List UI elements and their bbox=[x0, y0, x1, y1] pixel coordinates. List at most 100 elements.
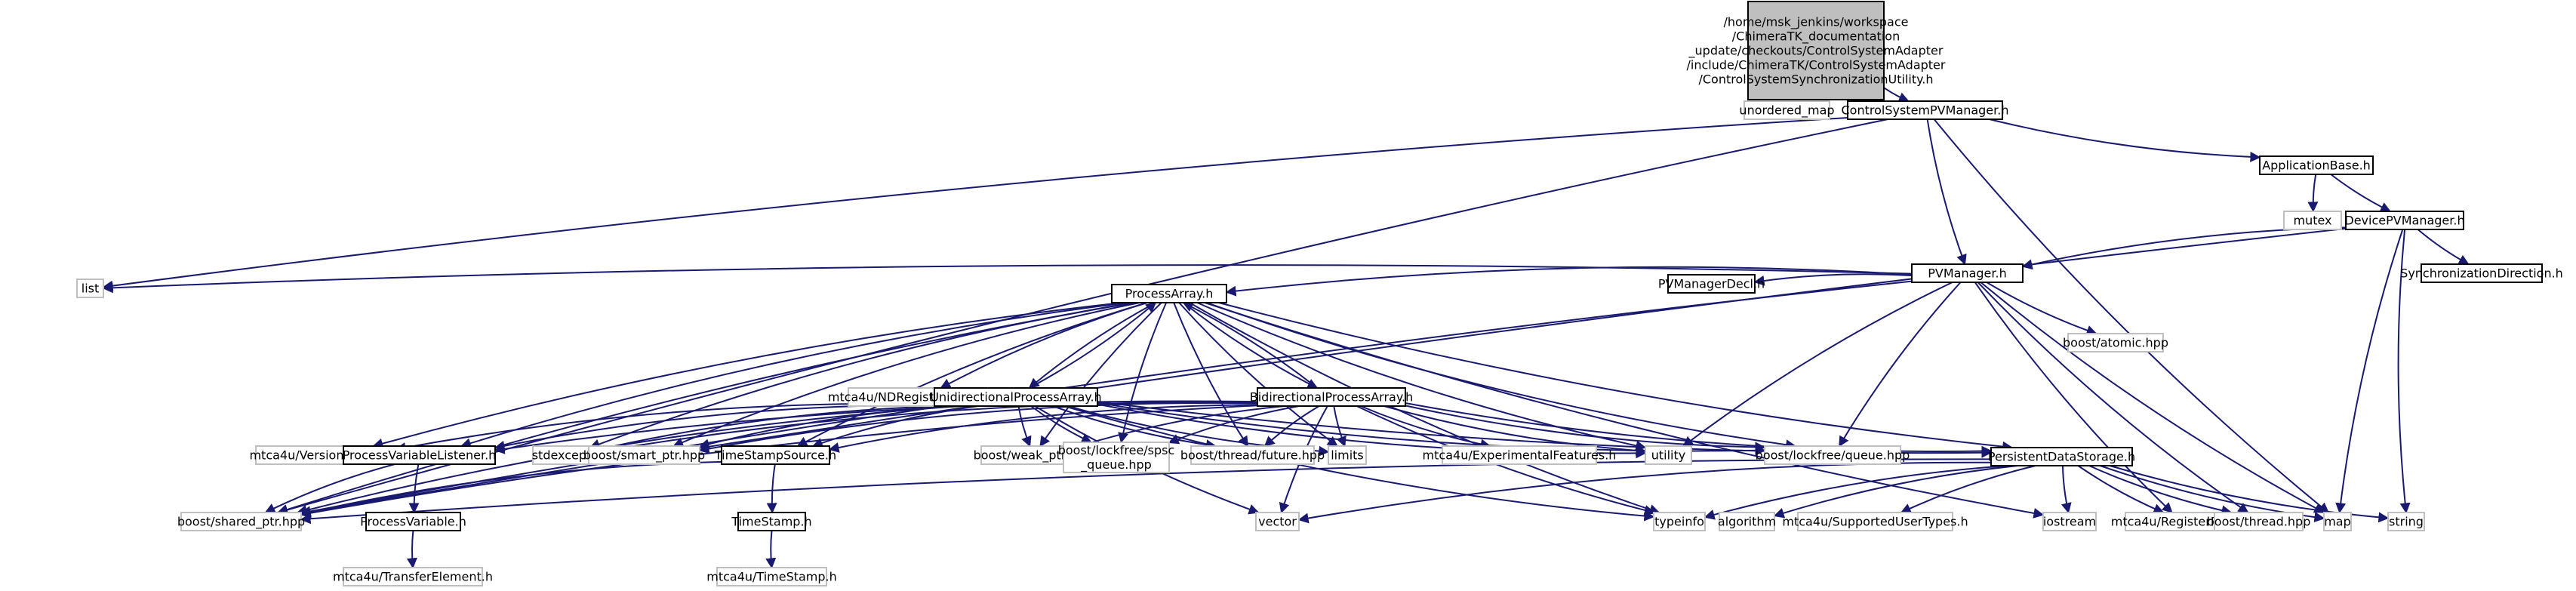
edge-procarr-to-sharedptr bbox=[277, 302, 1133, 515]
node-vector: vector bbox=[1255, 512, 1300, 531]
edge-pvm-to-lfqueue bbox=[1839, 282, 1962, 448]
node-pvm[interactable]: PVManager.h bbox=[1911, 263, 2024, 283]
node-label: utility bbox=[1651, 448, 1686, 463]
node-appbase[interactable]: ApplicationBase.h bbox=[2259, 155, 2374, 175]
node-smartptr: boost/smart_ptr.hpp bbox=[583, 445, 705, 465]
edge-biproc-to-spsc bbox=[1168, 405, 1300, 445]
node-box bbox=[2042, 512, 2097, 531]
node-label: SynchronizationDirection.h bbox=[2400, 266, 2563, 281]
edge-uniproc-to-sharedptr bbox=[296, 405, 960, 516]
node-sharedptr: boost/shared_ptr.hpp bbox=[177, 512, 305, 531]
node-iostream: iostream bbox=[2042, 512, 2097, 531]
edge-pvlistener-to-sharedptr bbox=[264, 463, 395, 513]
node-label: boost/weak_ptr.hpp bbox=[974, 448, 1092, 463]
edge-uniproc-to-pds bbox=[1097, 401, 1993, 458]
node-label: ControlSystemPVManager.h bbox=[1842, 103, 2009, 118]
node-label: DevicePVManager.h bbox=[2344, 214, 2464, 228]
node-box bbox=[1911, 263, 2024, 283]
node-label: mtca4u/SupportedUserTypes.h bbox=[1782, 515, 1968, 529]
node-utility: utility bbox=[1645, 445, 1692, 465]
node-expfeat: mtca4u/ExperimentalFeatures.h bbox=[1423, 445, 1616, 465]
edge-procarr-to-iostream bbox=[1205, 302, 2045, 519]
node-label: /include/ChimeraTK/ControlSystemAdapter bbox=[1687, 58, 1946, 72]
edge-pvm-to-utility bbox=[1682, 282, 1953, 447]
edge-tssource-to-timestamp bbox=[766, 463, 777, 514]
node-uniproc[interactable]: UnidirectionalProcessArray.h bbox=[930, 387, 1102, 407]
edge-uniproc-to-weakptr bbox=[1017, 405, 1032, 448]
node-label: /ChimeraTK_documentation bbox=[1732, 29, 1900, 45]
node-label: PersistentDataStorage.h bbox=[1988, 450, 2135, 464]
node-box bbox=[2259, 155, 2374, 175]
edge-procarr-to-smartptr bbox=[672, 302, 1140, 448]
edge-procarr-to-weakptr bbox=[1039, 302, 1162, 448]
node-stdexcept: stdexcept bbox=[532, 445, 591, 465]
node-label: PVManager.h bbox=[1928, 266, 2006, 281]
edge-biproc-to-weakptr bbox=[1078, 405, 1285, 449]
node-label: ApplicationBase.h bbox=[2262, 159, 2371, 173]
node-box bbox=[1747, 1, 1885, 100]
edge-biproc-to-lfqueue bbox=[1405, 405, 1766, 453]
node-pds[interactable]: PersistentDataStorage.h bbox=[1988, 447, 2135, 466]
node-timestamp[interactable]: TimeStamp.h bbox=[731, 512, 812, 531]
edge-pvm-to-thread bbox=[1977, 282, 2249, 513]
edge-cspvm-to-list bbox=[102, 116, 1848, 291]
node-label: ProcessVariable.h bbox=[360, 515, 466, 529]
node-box bbox=[1063, 442, 1170, 473]
node-label: mutex bbox=[2293, 214, 2331, 228]
edge-procarr-to-uniproc bbox=[1028, 302, 1156, 389]
edge-pds-to-suptypes bbox=[1900, 465, 2036, 514]
node-list: list bbox=[76, 279, 104, 298]
node-tssource[interactable]: TimeStampSource.h bbox=[714, 445, 836, 465]
node-box bbox=[2067, 333, 2164, 352]
edge-pvm-to-sharedptr bbox=[300, 280, 1913, 517]
node-root: /home/msk_jenkins/workspace/ChimeraTK_do… bbox=[1687, 1, 1946, 100]
node-label: ProcessArray.h bbox=[1125, 287, 1214, 301]
edge-biproc-to-expfeat bbox=[1360, 405, 1491, 450]
node-box bbox=[365, 512, 461, 531]
edge-root-to-cspvm bbox=[1883, 87, 1910, 103]
node-box bbox=[343, 567, 483, 586]
edge-pds-to-algorithm bbox=[1773, 465, 2018, 519]
node-box bbox=[1328, 445, 1367, 465]
node-label: boost/atomic.hpp bbox=[2063, 336, 2168, 350]
edge-devpvm-to-map bbox=[2335, 229, 2404, 514]
node-label: unordered_map bbox=[1739, 103, 1834, 119]
node-unordered_map: unordered_map bbox=[1739, 100, 1835, 120]
node-label: mtca4u/TransferElement.h bbox=[333, 570, 493, 584]
node-procarr[interactable]: ProcessArray.h bbox=[1111, 284, 1227, 303]
node-boostatomic: boost/atomic.hpp bbox=[2063, 333, 2168, 352]
node-cspvm[interactable]: ControlSystemPVManager.h bbox=[1842, 100, 2009, 120]
edge-biproc-to-smartptr bbox=[698, 402, 1258, 454]
edge-biproc-to-utility bbox=[1383, 405, 1647, 456]
edge-devpvm-to-string bbox=[2397, 229, 2411, 514]
node-box bbox=[1111, 284, 1227, 303]
node-pvmdecl[interactable]: PVManagerDecl.h bbox=[1658, 274, 1765, 294]
edge-cspvm-to-map bbox=[1933, 119, 2330, 513]
edge-biproc-to-stdexcept bbox=[589, 401, 1258, 457]
node-label: boost/shared_ptr.hpp bbox=[177, 515, 305, 530]
node-box bbox=[1764, 445, 1901, 465]
node-syncdir[interactable]: SynchronizationDirection.h bbox=[2400, 263, 2563, 283]
node-devpvm[interactable]: DevicePVManager.h bbox=[2344, 211, 2465, 230]
edge-pvlistener-to-procvar bbox=[408, 463, 420, 514]
node-map: map bbox=[2323, 512, 2352, 531]
edge-appbase-to-mutex bbox=[2307, 174, 2319, 213]
node-biproc[interactable]: BidirectionalProcessArray.h bbox=[1250, 387, 1414, 407]
edges-layer bbox=[102, 87, 2470, 569]
edge-uniproc-to-stdexcept bbox=[589, 405, 946, 455]
edge-pds-to-iostream bbox=[2060, 465, 2072, 514]
node-label: string bbox=[2389, 515, 2424, 529]
node-label: map bbox=[2324, 515, 2351, 529]
edge-cspvm-to-sharedptr bbox=[277, 119, 1888, 516]
node-box bbox=[1743, 100, 1830, 120]
edge-pds-to-typeinfo bbox=[1703, 465, 2008, 520]
node-label: UnidirectionalProcessArray.h bbox=[930, 390, 1101, 405]
node-procvar[interactable]: ProcessVariable.h bbox=[360, 512, 466, 531]
node-pvlistener[interactable]: ProcessVariableListener.h bbox=[343, 445, 497, 465]
node-box bbox=[588, 445, 700, 465]
edge-biproc-to-limits bbox=[1333, 405, 1346, 448]
edge-pds-to-regpath bbox=[2077, 465, 2165, 514]
node-box bbox=[1653, 512, 1706, 531]
edge-procarr-to-tssource bbox=[796, 302, 1148, 447]
